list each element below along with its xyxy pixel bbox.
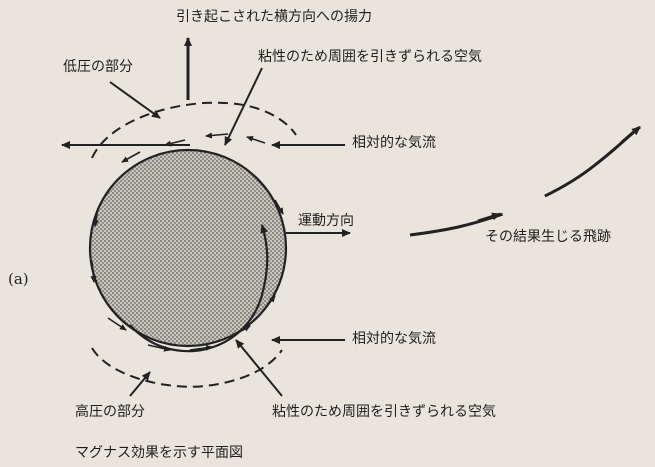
ball [88, 148, 288, 348]
direction-of-motion-label: 運動方向 [298, 213, 354, 229]
low-pressure-boundary [91, 101, 297, 159]
surface-flow-arrow [274, 199, 284, 215]
surface-flow-arrow [205, 132, 229, 139]
low-pressure-pointer [109, 81, 161, 119]
surface-flow-arrow [246, 136, 266, 144]
high-pressure-pointer [129, 371, 151, 397]
surface-flow-arrow [231, 325, 251, 337]
surface-flow-arrow [107, 317, 127, 331]
trajectory-arrow-2 [621, 125, 641, 144]
high-pressure-boundary [91, 347, 283, 388]
surface-flow-arrow [121, 151, 141, 163]
surface-flow-arrow [93, 207, 99, 227]
surface-flow-arrow [90, 261, 97, 283]
surface-flow-arrow [147, 344, 171, 352]
viscous-air-top-label: 粘性のため周囲を引きずられる空気 [258, 49, 482, 65]
relative-flow-top-label: 相対的な気流 [352, 135, 436, 151]
viscous-bottom-pointer [235, 339, 283, 397]
resulting-trajectory-label: その結果生じる飛跡 [485, 229, 611, 245]
lift-label: 引き起こされた横方向への揚力 [176, 9, 372, 25]
trajectory-path [409, 126, 640, 237]
relative-flow-bottom-label: 相対的な気流 [352, 331, 436, 347]
viscous-top-pointer [224, 67, 263, 146]
viscous-air-bottom-label: 粘性のため周囲を引きずられる空気 [272, 404, 496, 420]
low-pressure-label: 低圧の部分 [63, 59, 133, 75]
high-pressure-label: 高圧の部分 [75, 404, 145, 420]
surface-flow-arrow [189, 344, 213, 351]
surface-flow-arrow [261, 295, 276, 313]
trajectory-arrow-1 [477, 212, 501, 223]
panel-label: (a) [8, 270, 29, 288]
figure-caption: マグナス効果を示す平面図 [75, 445, 243, 461]
